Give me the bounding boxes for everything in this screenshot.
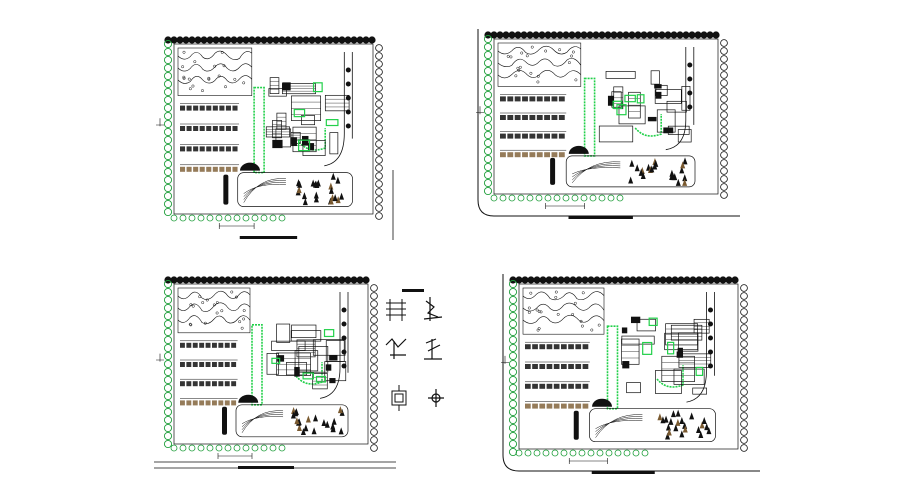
symbol-legend-drawing	[385, 289, 444, 411]
scale-bar	[476, 106, 633, 219]
site-plan-1-content	[156, 36, 394, 240]
legend-symbol-4	[424, 338, 442, 360]
legend-symbol-5	[391, 385, 407, 411]
green-walkway	[606, 325, 684, 410]
landscape-garden	[177, 287, 251, 334]
landscape-garden	[497, 42, 582, 87]
entrance-plaza	[550, 145, 696, 188]
legend-symbol-1	[386, 299, 406, 321]
boundary-trees	[508, 276, 748, 457]
main-building	[621, 316, 712, 395]
site-plan-4-content	[501, 274, 760, 474]
site-plan-2-drawing	[476, 29, 740, 219]
parking-rows	[180, 103, 240, 172]
site-plan-4	[495, 270, 770, 485]
access-road	[665, 47, 695, 151]
boundary-trees	[483, 31, 728, 202]
road-edge	[477, 29, 740, 217]
legend-symbol-6	[428, 389, 444, 407]
green-walkway	[251, 324, 323, 406]
legend-symbol-3	[385, 338, 407, 359]
entrance-plaza	[223, 162, 353, 207]
site-boundary	[173, 43, 374, 215]
boundary-trees	[163, 276, 378, 452]
main-building	[266, 323, 347, 390]
scale-bar	[156, 353, 294, 469]
parking-rows	[525, 341, 590, 409]
scale-bar	[156, 118, 298, 239]
symbol-legend	[380, 285, 470, 415]
entrance-plaza	[573, 398, 716, 443]
road-edge	[502, 274, 760, 472]
site-boundary	[493, 38, 719, 195]
access-road	[319, 292, 349, 399]
site-plan-2	[470, 25, 750, 230]
site-plan-1-drawing	[156, 36, 394, 240]
access-road	[686, 292, 715, 403]
site-plan-4-drawing	[501, 274, 760, 474]
landscape-garden	[522, 287, 605, 335]
legend-title-bar	[402, 289, 424, 292]
site-plan-3-content	[154, 276, 396, 469]
access-road	[324, 52, 353, 167]
site-plan-2-content	[476, 29, 740, 219]
legend-symbol-2	[423, 297, 443, 321]
site-plan-3	[150, 270, 400, 480]
site-boundary	[518, 283, 739, 450]
scale-bar	[501, 355, 655, 474]
parking-rows	[500, 94, 567, 158]
site-plan-3-drawing	[154, 276, 396, 469]
site-plan-1	[150, 30, 405, 250]
site-boundary	[173, 283, 369, 445]
entrance-plaza	[222, 394, 349, 438]
main-building	[265, 77, 350, 156]
main-building	[598, 70, 692, 143]
parking-rows	[180, 340, 238, 406]
landscape-garden	[177, 47, 253, 96]
boundary-trees	[163, 36, 383, 222]
